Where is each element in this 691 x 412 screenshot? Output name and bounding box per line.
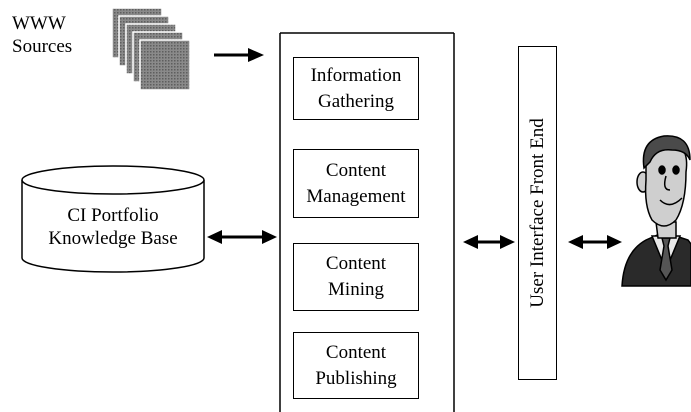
system-container bbox=[279, 32, 455, 412]
module-information-gathering: Information Gathering bbox=[293, 57, 419, 120]
user-interface-front-end-label: User Interface Front End bbox=[526, 118, 548, 308]
module-label-line2: Gathering bbox=[318, 90, 394, 112]
knowledge-base-label-line1: CI Portfolio bbox=[67, 205, 159, 226]
database-cylinder-icon bbox=[21, 165, 205, 273]
module-label-line1: Content bbox=[325, 341, 387, 363]
document-stack-icon bbox=[111, 7, 191, 91]
user-interface-front-end-box bbox=[518, 46, 557, 380]
module-label-line2: Mining bbox=[328, 279, 384, 300]
module-label-line1: Content bbox=[325, 253, 387, 274]
module-content-publishing: Content Publishing bbox=[293, 332, 419, 399]
module-label-line2: Publishing bbox=[315, 367, 397, 389]
businessman-icon bbox=[621, 135, 691, 287]
module-label-line2: Management bbox=[306, 185, 406, 207]
module-label-line1: Content bbox=[325, 159, 387, 181]
sources-label: WWW Sources bbox=[12, 12, 72, 58]
module-content-management: Content Management bbox=[293, 149, 419, 218]
module-label-line1: Information bbox=[310, 64, 402, 86]
knowledge-base-label: CI Portfolio Knowledge Base bbox=[22, 204, 204, 250]
module-content-mining: Content Mining bbox=[293, 243, 419, 311]
sources-label-line1: WWW bbox=[12, 13, 66, 34]
sources-arrow bbox=[214, 48, 264, 62]
knowledge-base-label-line2: Knowledge Base bbox=[48, 228, 178, 249]
ui-user-arrow bbox=[568, 235, 622, 249]
sources-label-line2: Sources bbox=[12, 36, 73, 57]
kb-system-arrow bbox=[207, 230, 277, 244]
system-ui-arrow bbox=[463, 235, 515, 249]
